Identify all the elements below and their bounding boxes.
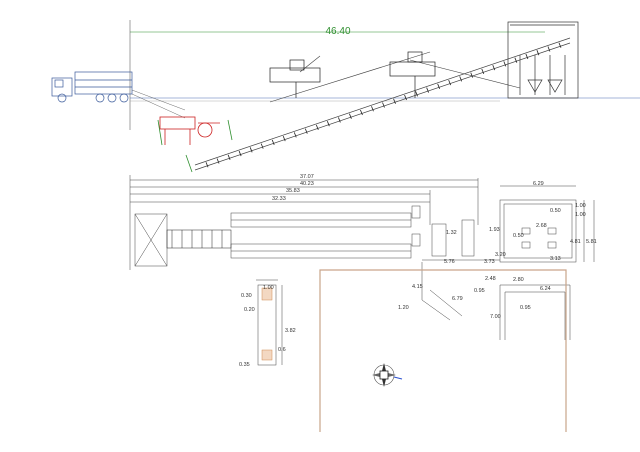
detail-dimension-labels: 0.30 1.00 0.20 3.82 0.6 0.35 <box>239 285 296 368</box>
conveyor-idler <box>271 139 275 146</box>
dim-050a: 0.50 <box>550 208 561 214</box>
conveyor-idler <box>404 94 407 101</box>
conveyor-idler <box>492 64 496 71</box>
foundation-detail <box>256 279 283 366</box>
conveyor-idler <box>338 117 341 123</box>
conveyor-idler <box>393 98 396 104</box>
plan-lower-walls <box>421 259 571 340</box>
conveyor-idler <box>426 87 429 93</box>
conveyor-idler <box>349 113 352 119</box>
conveyor-idler <box>448 79 452 86</box>
jaw-crusher-red <box>159 116 220 145</box>
conveyor-idler <box>205 162 209 168</box>
conveyor-idler <box>558 42 562 48</box>
dim-193: 1.93 <box>489 227 500 233</box>
dim-624: 6.24 <box>540 286 551 292</box>
dim-120: 1.20 <box>398 305 409 311</box>
conveyor-idler <box>238 150 242 157</box>
dim-248: 2.48 <box>485 276 496 282</box>
dim-37: 37.07 <box>300 174 314 180</box>
plan-crusher-box <box>431 223 447 257</box>
dump-truck-icon <box>51 71 133 103</box>
dim-35: 35.83 <box>286 188 300 194</box>
conveyor-idler <box>315 124 319 131</box>
dim-576: 5.76 <box>444 259 455 265</box>
dim-050b: 0.50 <box>513 233 524 239</box>
conveyor-idler <box>371 106 374 112</box>
conveyor-idler <box>282 135 286 142</box>
conveyor-idler <box>481 68 485 75</box>
conveyor-idler <box>293 132 297 138</box>
dim-030: 0.30 <box>241 293 252 299</box>
conveyor-idler <box>216 158 220 164</box>
plan-dimension-labels: 37.07 40.23 35.83 32.33 6.29 1.00 0.50 1… <box>272 174 597 320</box>
dim-373: 3.73 <box>484 259 495 265</box>
dim-629: 6.29 <box>533 181 544 187</box>
conveyor-idler <box>382 102 385 108</box>
dim-415: 4.15 <box>412 284 423 290</box>
plan-conveyor <box>230 212 412 259</box>
inclined-conveyor-upper <box>269 51 521 103</box>
dim-700: 7.00 <box>490 314 501 320</box>
conveyor-idlers <box>205 42 562 168</box>
compass-icon <box>372 363 403 387</box>
conveyor-idler <box>260 143 264 149</box>
green-supports <box>157 119 233 173</box>
dim-581: 5.81 <box>586 239 597 245</box>
cone-crusher-2 <box>389 51 436 98</box>
dim-06: 0.6 <box>278 347 286 353</box>
conveyor-idler <box>227 154 231 160</box>
dim-40: 40.23 <box>300 181 314 187</box>
screening-building <box>507 21 579 99</box>
plan-crusher <box>166 229 232 249</box>
conveyor-idler <box>547 46 551 52</box>
overall-length-label: 46.40 <box>325 26 350 37</box>
conveyor-idler <box>437 83 441 89</box>
plan-screen-box <box>461 219 475 257</box>
conveyor-idler <box>360 109 363 116</box>
cone-crusher-1 <box>269 59 321 98</box>
conveyor-idler <box>249 147 253 153</box>
plan-hopper <box>134 213 168 267</box>
dim-100a: 1.00 <box>575 203 586 209</box>
conveyor-idler <box>503 61 507 67</box>
dim-020: 0.20 <box>244 307 255 313</box>
dim-382: 3.82 <box>285 328 296 334</box>
conveyor-idler <box>514 57 518 63</box>
dim-313: 3.13 <box>550 256 561 262</box>
conveyor-idler <box>525 53 529 60</box>
dim-268: 2.68 <box>536 223 547 229</box>
dim-132: 1.32 <box>446 230 457 236</box>
conveyor-idler <box>304 128 308 134</box>
plan-view <box>129 175 595 340</box>
conveyor-idler <box>459 76 463 82</box>
dim-095b: 0.95 <box>520 305 531 311</box>
dim-095a: 0.95 <box>474 288 485 294</box>
site-boundary <box>319 269 567 432</box>
dim-32: 32.33 <box>272 196 286 202</box>
inclined-conveyor-main <box>194 37 571 171</box>
conveyor-idler <box>470 72 474 78</box>
conveyor-idler <box>415 91 418 97</box>
dim-100-detail: 1.00 <box>263 285 274 291</box>
dim-280: 2.80 <box>513 277 524 283</box>
dim-481: 4.81 <box>570 239 581 245</box>
elevation-view <box>51 20 640 173</box>
conveyor-idler <box>326 121 330 127</box>
dim-035: 0.35 <box>239 362 250 368</box>
plan-plant-building <box>499 185 595 263</box>
dim-320: 3.20 <box>495 252 506 258</box>
dim-679: 6.79 <box>452 296 463 302</box>
dim-100b: 1.00 <box>575 212 586 218</box>
conveyor-idler <box>536 50 540 56</box>
